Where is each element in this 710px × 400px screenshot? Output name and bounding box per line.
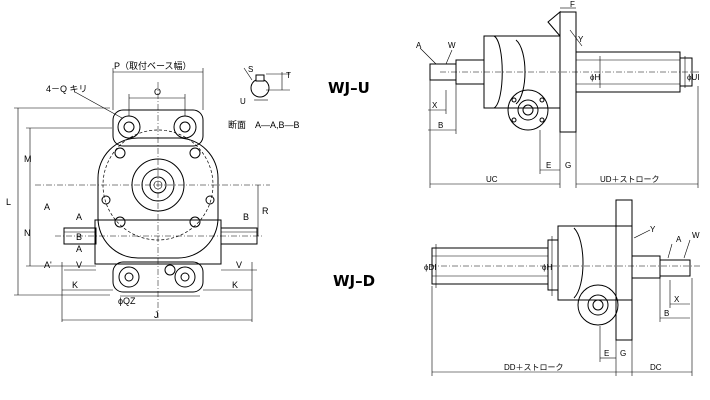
title-wj-u: WJ–U	[328, 79, 370, 97]
label-a-low: A	[76, 244, 82, 254]
label-u: U	[240, 97, 246, 106]
wj-u-label-x: X	[432, 101, 438, 110]
bottom-mount-flange	[112, 261, 204, 293]
wj-d-label-y: Y	[650, 225, 656, 234]
label-p: P（取付ベース幅）	[114, 60, 192, 71]
wj-d-label-dc: DC	[650, 363, 662, 372]
wj-d-label-g: G	[620, 349, 626, 358]
wj-d-label-di: ϕDI	[424, 263, 436, 272]
wj-d-label-h: ϕH	[542, 263, 552, 272]
wj-u-label-ud: UD＋ストローク	[600, 175, 660, 184]
label-l: L	[6, 197, 11, 207]
left-input-shaft	[63, 227, 97, 245]
label-m: M	[24, 154, 32, 164]
wj-d-label-x: X	[674, 295, 680, 304]
wj-u-label-a: A	[416, 41, 422, 50]
label-s: S	[248, 65, 253, 74]
label-v-right: V	[236, 260, 242, 270]
wj-d-label-dd: DD＋ストローク	[504, 363, 564, 372]
label-hole: 4－Q キリ	[46, 84, 88, 94]
wj-u-label-e: E	[546, 161, 551, 170]
label-a-prime: A'	[44, 260, 52, 270]
label-n: N	[24, 228, 31, 238]
top-mount-flange	[112, 109, 204, 147]
label-t: T	[286, 71, 291, 80]
wj-u-label-b: B	[438, 121, 443, 130]
section-caption: 断面 A―A,B―B	[228, 119, 300, 130]
label-a-left2: A	[76, 212, 82, 222]
label-k-left: K	[72, 280, 78, 290]
wj-d-label-e: E	[604, 349, 609, 358]
label-b-right: B	[243, 212, 249, 222]
wj-u-label-w: W	[448, 41, 456, 50]
wj-d-label-a: A	[676, 235, 682, 244]
title-wj-d: WJ–D	[333, 272, 375, 290]
label-r: R	[262, 206, 269, 216]
wj-d-view	[430, 199, 700, 376]
wj-u-label-f: F	[570, 0, 575, 9]
section-view	[243, 67, 290, 101]
wj-u-label-y: Y	[578, 35, 584, 44]
label-j: J	[154, 310, 159, 320]
right-input-shaft	[220, 227, 258, 245]
wj-u-label-h: ϕH	[590, 73, 600, 82]
wj-u-view	[419, 7, 700, 188]
wj-u-label-ui: ϕUI	[687, 73, 699, 82]
wj-u-label-uc: UC	[486, 175, 498, 184]
label-o: O	[154, 87, 161, 97]
label-v-left: V	[76, 260, 82, 270]
front-view	[14, 68, 270, 322]
label-a-left: A	[44, 202, 50, 212]
wj-d-label-w: W	[692, 231, 700, 240]
label-qz: ϕQZ	[118, 296, 136, 306]
wj-u-label-g: G	[565, 161, 571, 170]
gear-housing	[97, 137, 219, 259]
wj-d-label-b: B	[664, 309, 669, 318]
label-k-right: K	[232, 280, 238, 290]
label-b-left: B	[76, 232, 82, 242]
